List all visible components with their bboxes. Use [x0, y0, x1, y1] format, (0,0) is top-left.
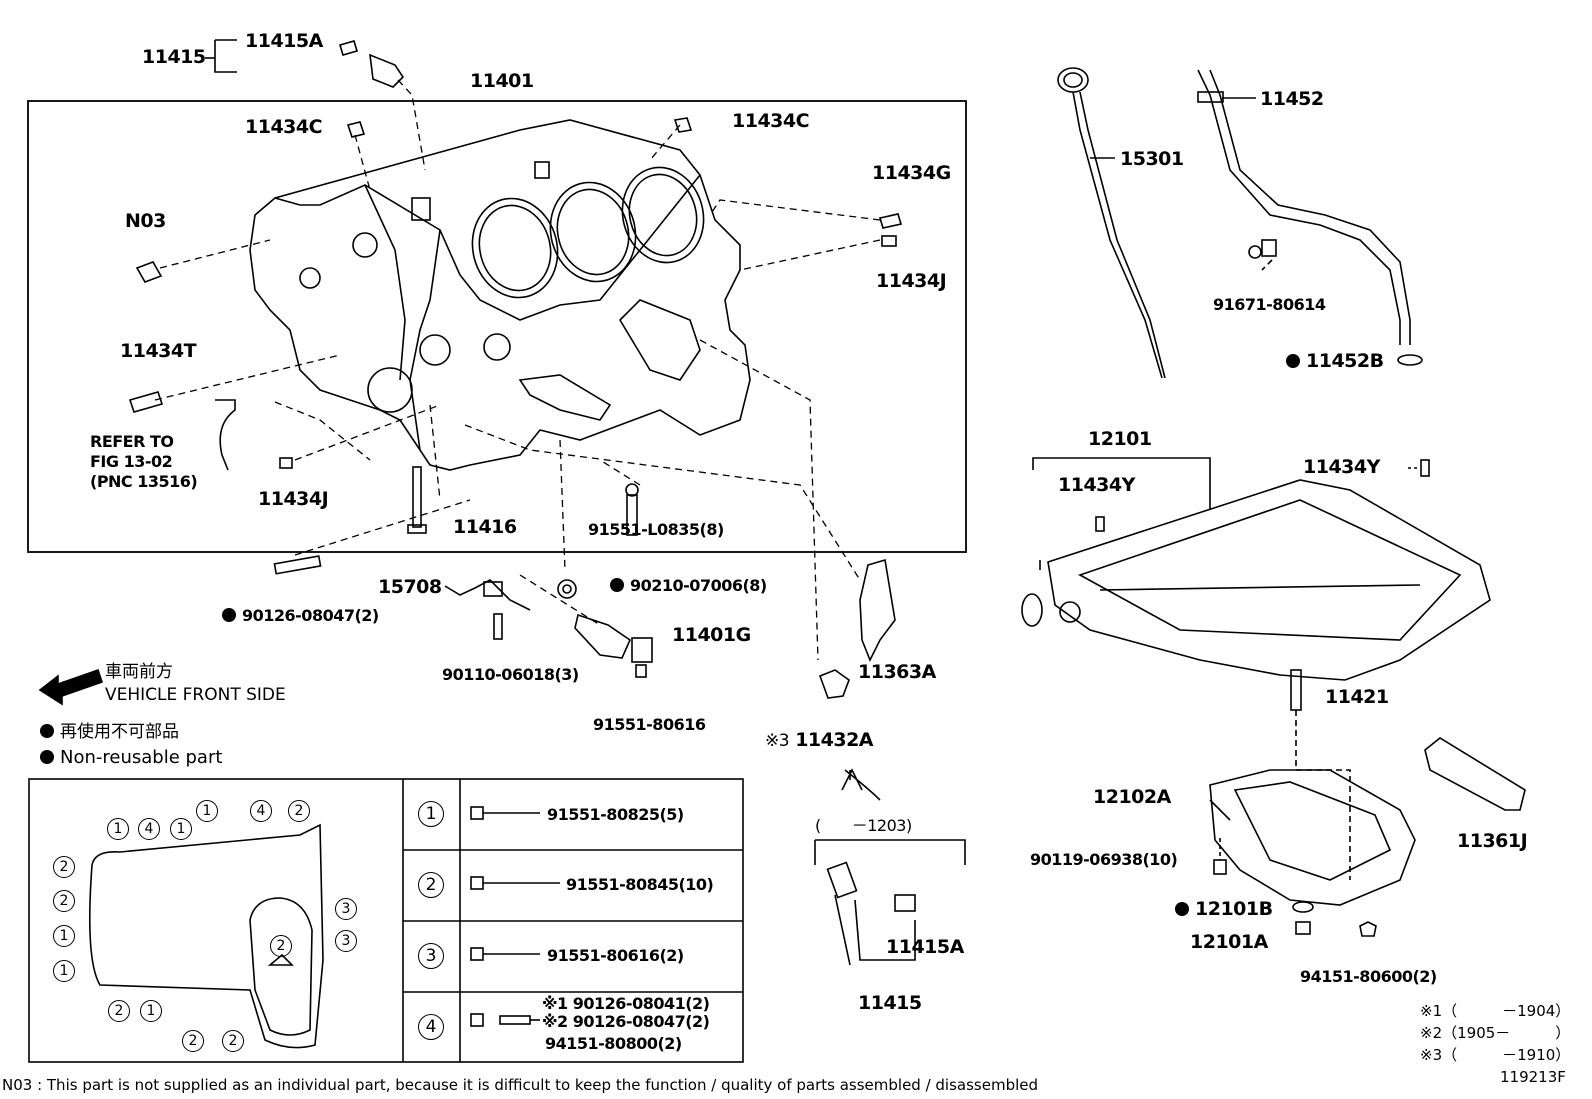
table-row-4-part-c: 94151-80800(2) [545, 1034, 682, 1053]
refer-note: REFER TO FIG 13-02 (PNC 13516) [90, 432, 198, 492]
part-15301-label: 15301 [1120, 148, 1184, 170]
nonreusable-dot-icon [40, 724, 54, 738]
nonreusable-jp-label: 再使用不可部品 [40, 724, 179, 741]
part-12101B-label: 12101B [1175, 900, 1273, 919]
pan-callout: 2 [222, 1030, 244, 1052]
pan-callout: 3 [335, 930, 357, 952]
pan-callout: 2 [288, 800, 310, 822]
pan-callout: 1 [107, 818, 129, 840]
pan-callout: 3 [335, 898, 357, 920]
part-94151-80600-label: 94151-80600(2) [1300, 967, 1437, 986]
note-1: ※1（ －1904） [1420, 1002, 1571, 1020]
part-90119-06938-label: 90119-06938(10) [1030, 850, 1178, 869]
part-90210-07006-label: 90210-07006(8) [610, 578, 767, 594]
range-1203-label: ( －1203) [815, 816, 912, 835]
part-11452-label: 11452 [1260, 88, 1324, 110]
part-11434Y-right-label: 11434Y [1303, 456, 1380, 478]
part-N03-label: N03 [125, 210, 166, 232]
part-12102A-label: 12102A [1093, 786, 1171, 808]
front-side-en-label: VEHICLE FRONT SIDE [105, 685, 286, 705]
part-11416-label: 11416 [453, 516, 517, 538]
refer-line-2: FIG 13-02 [90, 452, 173, 471]
note-3: ※3（ －1910） [1420, 1046, 1571, 1064]
part-12101-label: 12101 [1088, 428, 1152, 450]
nonreusable-dot-icon [222, 608, 236, 622]
part-11434C-right-label: 11434C [732, 110, 810, 132]
part-11434G-label: 11434G [872, 162, 951, 184]
pan-callout: 2 [182, 1030, 204, 1052]
table-row-3-part: 91551-80616(2) [547, 946, 684, 965]
part-12101A-label: 12101A [1190, 931, 1268, 953]
refer-line-3: (PNC 13516) [90, 472, 198, 491]
part-11415A-top-label: 11415A [245, 30, 323, 52]
figure-id: 119213F [1500, 1068, 1566, 1086]
table-row-1-num: 1 [418, 801, 444, 827]
pan-callout: 1 [170, 818, 192, 840]
part-91671-80614-label: 91671-80614 [1213, 295, 1326, 314]
part-11434J-right-label: 11434J [876, 270, 947, 292]
part-11415-bottom-label: 11415 [858, 992, 922, 1014]
part-11363A-label: 11363A [858, 661, 936, 683]
part-11434J-left-label: 11434J [258, 488, 329, 510]
pan-callout: 2 [53, 890, 75, 912]
front-side-jp-label: 車両前方 [105, 662, 173, 682]
pan-callout: 1 [196, 800, 218, 822]
part-11434C-left-label: 11434C [245, 116, 323, 138]
table-row-2-num: 2 [418, 872, 444, 898]
knock-pin-icon [346, 121, 366, 138]
pan-callout: 1 [140, 1000, 162, 1022]
part-11434Y-left-label: 11434Y [1058, 474, 1135, 496]
pan-callout: 2 [270, 935, 292, 957]
table-row-4-part-a: ※1 90126-08041(2) [542, 994, 710, 1013]
table-row-3-num: 3 [418, 943, 444, 969]
pan-callout: 2 [108, 1000, 130, 1022]
part-11434T-label: 11434T [120, 340, 197, 362]
nonreusable-en-label: Non-reusable part [40, 749, 222, 767]
table-row-1-part: 91551-80825(5) [547, 805, 684, 824]
nonreusable-dot-icon [1286, 354, 1300, 368]
refer-line-1: REFER TO [90, 432, 174, 451]
table-row-2-part: 91551-80845(10) [566, 875, 714, 894]
footer-note: N03 : This part is not supplied as an in… [2, 1076, 1039, 1094]
part-11361J-label: 11361J [1457, 830, 1528, 852]
part-91551-80616-mid-label: 91551-80616 [593, 715, 706, 734]
nonreusable-dot-icon [1175, 902, 1189, 916]
pan-callout: 4 [138, 818, 160, 840]
cylinder-block-icon [249, 119, 751, 471]
part-91551-L0835-label: 91551-L0835(8) [588, 520, 724, 539]
table-row-4-num: 4 [418, 1014, 444, 1040]
pan-callout: 1 [53, 960, 75, 982]
pan-callout: 2 [53, 856, 75, 878]
part-11432A-label: ※3 11432A [765, 729, 873, 751]
table-row-4-part-b: ※2 90126-08047(2) [542, 1012, 710, 1031]
pan-callout: 4 [250, 800, 272, 822]
part-11415-top-label: 11415 [142, 46, 206, 68]
nonreusable-dot-icon [610, 578, 624, 592]
note-2: ※2（1905－ ） [1420, 1024, 1571, 1042]
part-11401G-label: 11401G [672, 624, 751, 646]
nonreusable-dot-icon [40, 750, 54, 764]
part-11401-label: 11401 [470, 70, 534, 92]
part-15708-label: 15708 [378, 576, 442, 598]
part-11452B-label: 11452B [1286, 352, 1384, 371]
block-frame [27, 100, 967, 553]
part-90110-06018-label: 90110-06018(3) [442, 665, 579, 684]
part-11421-label: 11421 [1325, 686, 1389, 708]
part-90126-08047-label: 90126-08047(2) [222, 608, 379, 624]
part-11415A-bottom-label: 11415A [886, 936, 964, 958]
pan-callout: 1 [53, 925, 75, 947]
